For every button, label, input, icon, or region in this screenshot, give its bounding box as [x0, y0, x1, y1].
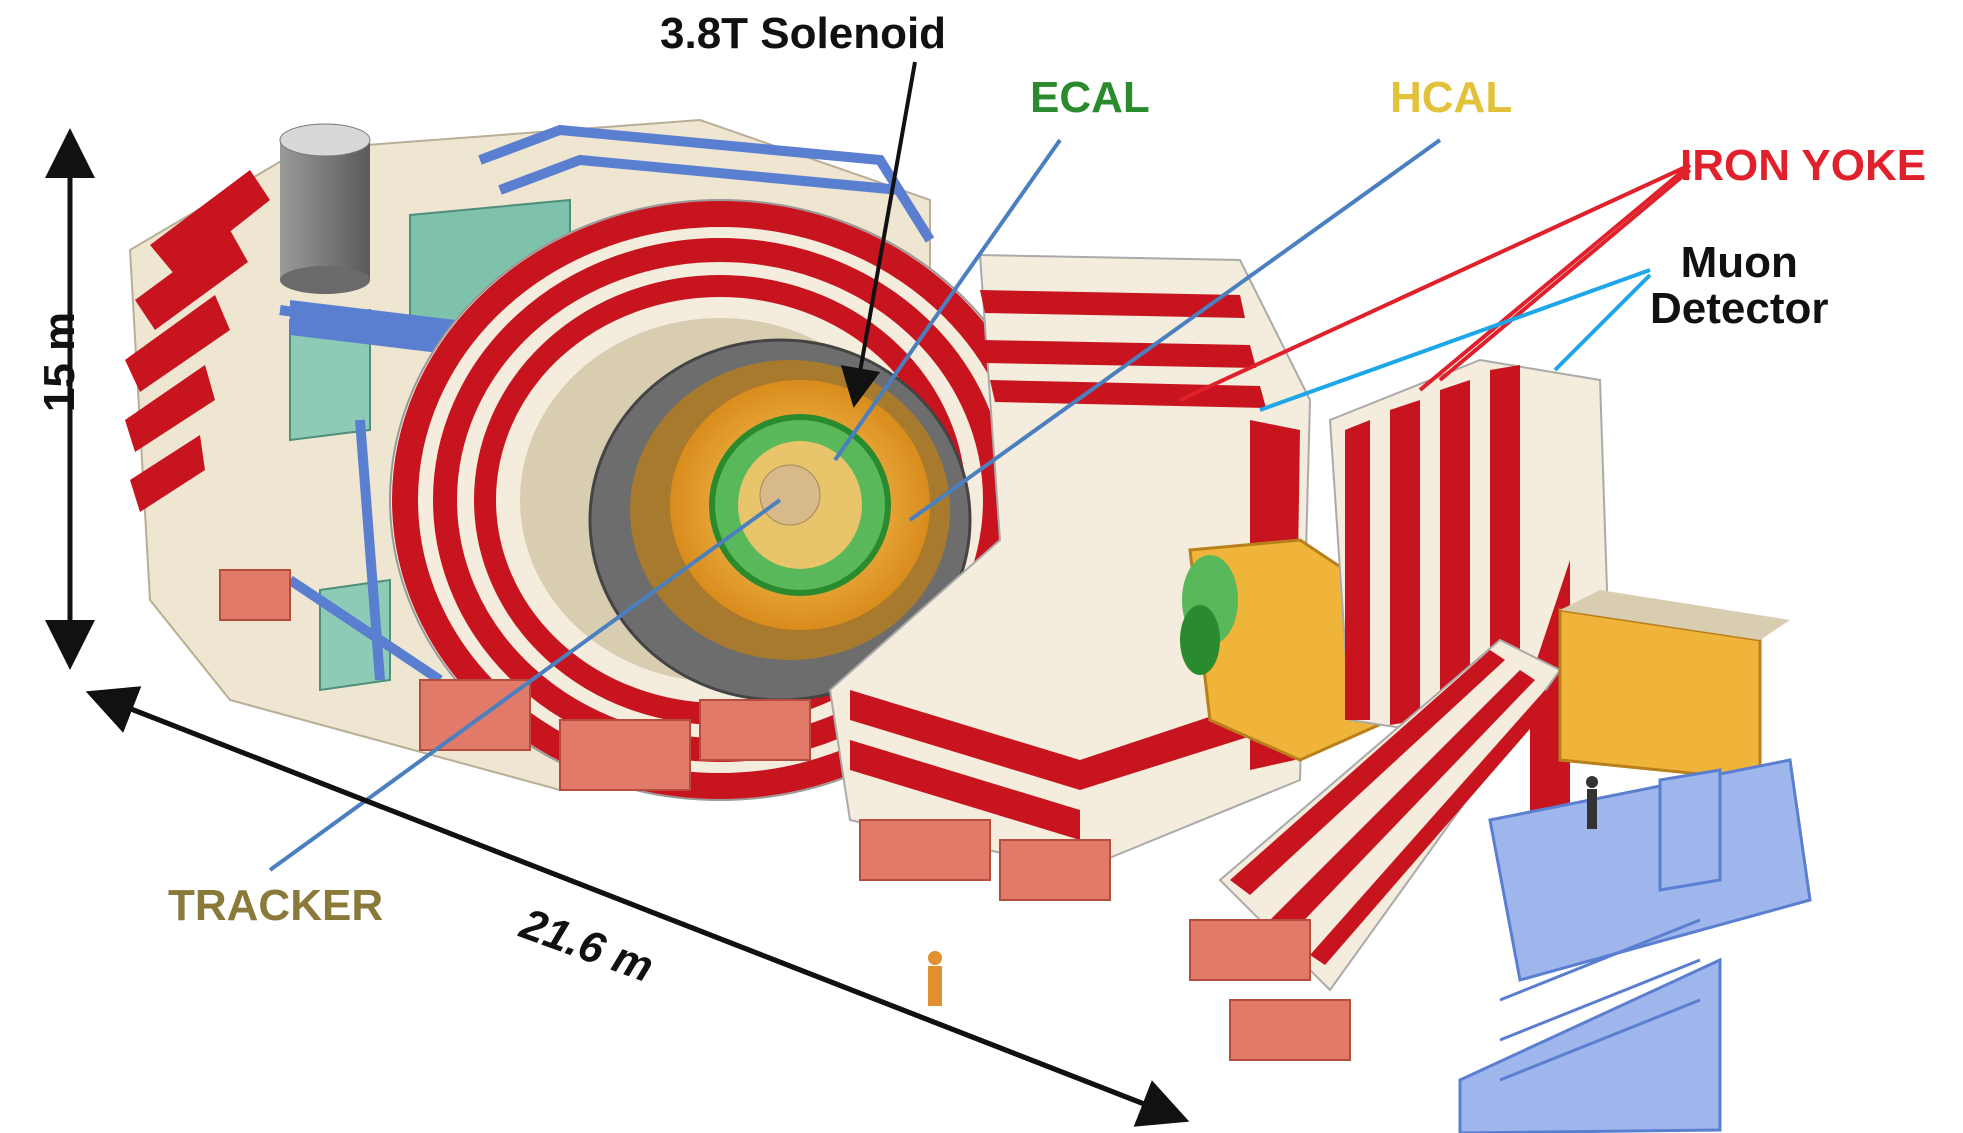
service-platform — [1458, 758, 1812, 1133]
leader-lines — [268, 61, 1692, 872]
wheel-feet — [859, 819, 1111, 901]
height-dimension-label: 15 m — [35, 311, 85, 413]
muon-label-line2: Detector — [1650, 284, 1829, 334]
tracker-label: TRACKER — [168, 881, 384, 930]
endcap-calorimeter — [1180, 538, 1392, 762]
barrel-left-yoke-stripes — [125, 170, 270, 512]
solenoid-cylinder — [588, 338, 972, 702]
person-on-platform — [1586, 776, 1598, 829]
central-wheel — [828, 253, 1392, 901]
barrel-section — [125, 118, 1051, 801]
hcal-label: HCAL — [1390, 73, 1513, 122]
person-scale-figure — [928, 951, 942, 1006]
length-dimension-arrow — [85, 686, 1190, 1127]
barrel-feet — [219, 569, 811, 791]
ecal-label: ECAL — [1030, 73, 1150, 122]
solenoid-label: 3.8T Solenoid — [660, 9, 947, 58]
right-endcap-feet — [1189, 919, 1351, 1061]
endcap-yoke-stripes — [1345, 365, 1570, 860]
right-endcap — [1189, 358, 1790, 1061]
iron-yoke-label: IRON YOKE — [1680, 141, 1927, 190]
helium-tank — [279, 123, 371, 294]
muon-detector-label: Muon Detector — [1650, 238, 1829, 334]
muon-label-line1: Muon — [1680, 238, 1798, 287]
